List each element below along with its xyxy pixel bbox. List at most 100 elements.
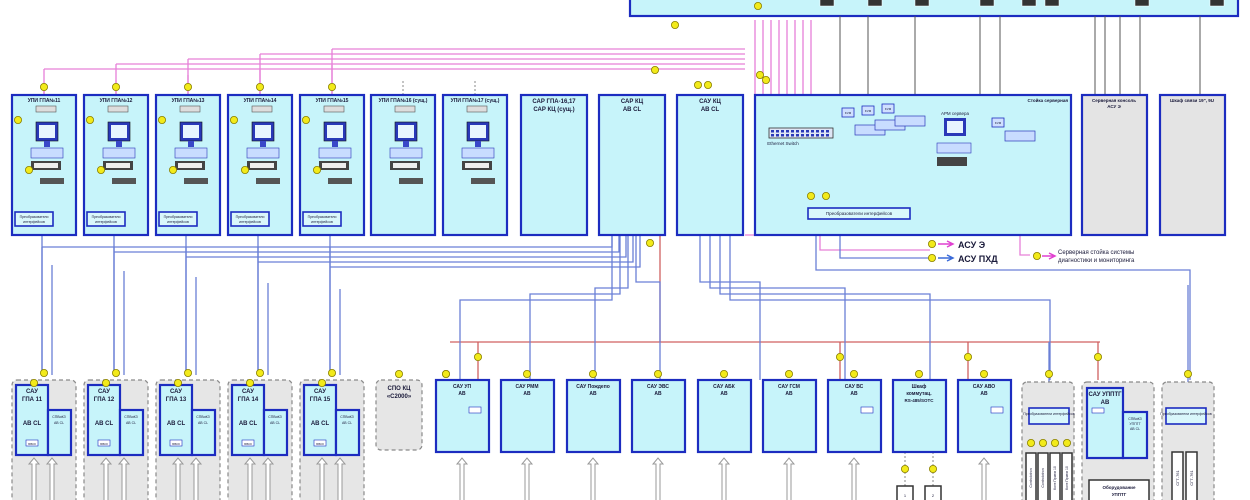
connector-node-icon[interactable] [24,165,33,174]
connector-node-icon[interactable] [394,369,403,378]
aux-cabinet-box[interactable] [761,378,818,454]
cabinet-sar-gpa[interactable] [519,93,589,237]
connector-node-icon[interactable] [1051,438,1060,447]
connector-node-icon[interactable] [915,369,924,378]
connector-node-icon[interactable] [173,378,182,387]
external-link-diagnostics[interactable]: Серверная стойка системы [1058,249,1134,256]
switch-box[interactable] [896,485,914,500]
connector-node-icon[interactable] [255,368,264,377]
connector-node-icon[interactable] [1184,369,1193,378]
connector-node-icon[interactable] [901,464,910,473]
interface-converter[interactable] [86,211,126,227]
cabinet-sau-kc[interactable] [675,93,745,237]
external-link-asu-e[interactable]: АСУ Э [958,240,986,250]
gpa-aux-cabinet[interactable] [118,408,145,457]
connector-node-icon[interactable] [40,368,49,377]
connector-node-icon[interactable] [1027,438,1036,447]
connector-node-icon[interactable] [964,352,973,361]
connector-node-icon[interactable] [327,368,336,377]
aux-cabinet-box[interactable] [630,378,687,454]
connector-node-icon[interactable] [694,81,703,90]
zone-converter[interactable] [1028,407,1070,425]
connector-node-icon[interactable] [97,165,106,174]
sgt-device[interactable] [1171,451,1184,500]
field-device[interactable] [1025,452,1037,500]
connector-node-icon[interactable] [317,378,326,387]
gpa-aux-cabinet[interactable] [46,408,73,457]
connector-node-icon[interactable] [836,352,845,361]
cabinet-sar-kc[interactable] [597,93,667,237]
connector-node-icon[interactable] [327,83,336,92]
connector-node-icon[interactable] [473,352,482,361]
connector-node-icon[interactable] [822,191,831,200]
interface-converter[interactable] [230,211,270,227]
connector-node-icon[interactable] [183,368,192,377]
connector-node-icon[interactable] [671,20,680,29]
cabinet-sau-upptg[interactable] [1085,386,1125,460]
connector-node-icon[interactable] [240,165,249,174]
aux-cabinet-box[interactable] [499,378,556,454]
sgt-device[interactable] [1185,451,1198,500]
sgt-converter[interactable] [1165,407,1207,425]
connector-node-icon[interactable] [928,239,937,248]
gpa-aux-cabinet[interactable] [334,408,361,457]
connector-node-icon[interactable] [183,83,192,92]
external-link-asu-phd[interactable]: АСУ ПХД [958,254,998,264]
connector-node-icon[interactable] [255,83,264,92]
upptg-equipment[interactable] [1088,479,1150,500]
comm-cabinet[interactable] [1158,93,1227,237]
connector-node-icon[interactable] [86,116,95,125]
connector-node-icon[interactable] [112,368,121,377]
connector-node-icon[interactable] [754,2,763,10]
connector-node-icon[interactable] [980,369,989,378]
connector-node-icon[interactable] [1063,438,1072,447]
aux-cabinet-box[interactable] [826,378,883,454]
gpa-aux-cabinet[interactable] [262,408,289,457]
interface-converter[interactable] [158,211,198,227]
connector-node-icon[interactable] [1039,438,1048,447]
field-device[interactable] [1049,452,1061,500]
connector-node-icon[interactable] [589,369,598,378]
connector-node-icon[interactable] [850,369,859,378]
aux-cabinet-box[interactable] [696,378,753,454]
station-cabinet[interactable] [369,93,437,237]
connector-node-icon[interactable] [1094,352,1103,361]
connector-node-icon[interactable] [1033,251,1042,260]
aux-cabinet-box[interactable] [565,378,622,454]
aux-cabinet-box[interactable] [891,378,948,454]
connector-node-icon[interactable] [807,191,816,200]
connector-node-icon[interactable] [654,369,663,378]
server-converter[interactable] [807,207,911,220]
connector-node-icon[interactable] [229,116,238,125]
connector-node-icon[interactable] [301,116,310,125]
connector-node-icon[interactable] [112,83,121,92]
switch-box[interactable] [924,485,942,500]
interface-converter[interactable] [302,211,342,227]
connector-node-icon[interactable] [13,116,22,125]
connector-node-icon[interactable] [29,378,38,387]
connector-node-icon[interactable] [157,116,166,125]
connector-node-icon[interactable] [312,165,321,174]
connector-node-icon[interactable] [756,71,765,80]
server-icon[interactable] [1004,130,1036,142]
connector-node-icon[interactable] [704,81,713,90]
connector-node-icon[interactable] [785,369,794,378]
server-icon[interactable] [894,115,926,127]
server-console-cabinet[interactable] [1080,93,1149,237]
connector-node-icon[interactable] [929,464,938,473]
cabinet-upptg-aux[interactable] [1121,410,1149,460]
field-device[interactable] [1061,452,1073,500]
spo-zone-box[interactable] [375,379,423,451]
connector-node-icon[interactable] [168,165,177,174]
interface-converter[interactable] [14,211,54,227]
connector-node-icon[interactable] [762,76,771,85]
connector-node-icon[interactable] [523,369,532,378]
aux-cabinet-box[interactable] [434,378,491,454]
gpa-aux-cabinet[interactable] [190,408,217,457]
connector-node-icon[interactable] [651,66,660,75]
connector-node-icon[interactable] [102,378,111,387]
connector-node-icon[interactable] [720,369,729,378]
field-device[interactable] [1037,452,1049,500]
aux-cabinet-box[interactable] [956,378,1013,454]
connector-node-icon[interactable] [646,238,655,247]
